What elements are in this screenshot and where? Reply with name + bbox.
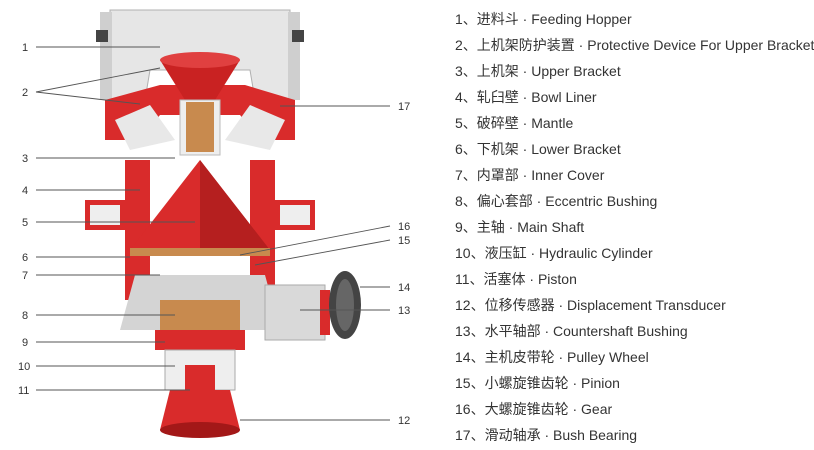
callout-17: 17 — [398, 101, 410, 113]
callout-12: 12 — [398, 415, 410, 427]
callout-4: 4 — [22, 185, 28, 197]
callout-3: 3 — [22, 153, 28, 165]
legend-item-16: 16、大螺旋锥齿轮 · Gear — [455, 401, 613, 417]
legend-item-11: 11、活塞体 · Piston — [455, 271, 577, 287]
legend-item-8: 8、偏心套部 · Eccentric Bushing — [455, 193, 658, 209]
callout-numbers: 1 2 3 4 5 6 7 8 9 10 11 12 13 14 15 16 1… — [18, 42, 410, 427]
callout-6: 6 — [22, 252, 28, 264]
lower-bracket — [120, 275, 280, 350]
callout-8: 8 — [22, 310, 28, 322]
legend-item-13: 13、水平轴部 · Countershaft Bushing — [455, 323, 688, 339]
callout-2: 2 — [22, 87, 28, 99]
legend-item-3: 3、上机架 · Upper Bracket — [455, 63, 621, 79]
callout-1: 1 — [22, 42, 28, 54]
legend-item-15: 15、小螺旋锥齿轮 · Pinion — [455, 375, 620, 391]
legend-item-1: 1、进料斗 · Feeding Hopper — [455, 11, 632, 27]
legend-item-10: 10、液压缸 · Hydraulic Cylinder — [455, 245, 653, 261]
leader-lines — [35, 46, 391, 421]
legend-item-2: 2、上机架防护装置 · Protective Device For Upper … — [455, 37, 814, 53]
crusher-body — [85, 160, 315, 300]
callout-7: 7 — [22, 270, 28, 282]
legend-item-5: 5、破碎壁 · Mantle — [455, 115, 574, 131]
legend-item-17: 17、滑动轴承 · Bush Bearing — [455, 427, 638, 443]
feed-cone — [160, 52, 240, 156]
parts-legend: 1、进料斗 · Feeding Hopper 2、上机架防护装置 · Prote… — [455, 6, 814, 448]
legend-item-14: 14、主机皮带轮 · Pulley Wheel — [455, 349, 649, 365]
callout-16: 16 — [398, 221, 410, 233]
callout-11: 11 — [18, 385, 29, 397]
legend-item-7: 7、内罩部 · Inner Cover — [455, 167, 605, 183]
callout-14: 14 — [398, 282, 410, 294]
callout-13: 13 — [398, 305, 410, 317]
legend-item-6: 6、下机架 · Lower Bracket — [455, 141, 621, 157]
callout-5: 5 — [22, 217, 28, 229]
hydraulic-cylinder — [160, 349, 240, 438]
legend-item-12: 12、位移传感器 · Displacement Transducer — [455, 297, 726, 313]
countershaft — [264, 271, 361, 341]
mantle — [130, 160, 270, 256]
callout-9: 9 — [22, 337, 28, 349]
callout-10: 10 — [18, 361, 30, 373]
legend-item-4: 4、轧臼壁 · Bowl Liner — [455, 89, 597, 105]
legend-item-9: 9、主轴 · Main Shaft — [455, 219, 585, 235]
callout-15: 15 — [398, 235, 410, 247]
